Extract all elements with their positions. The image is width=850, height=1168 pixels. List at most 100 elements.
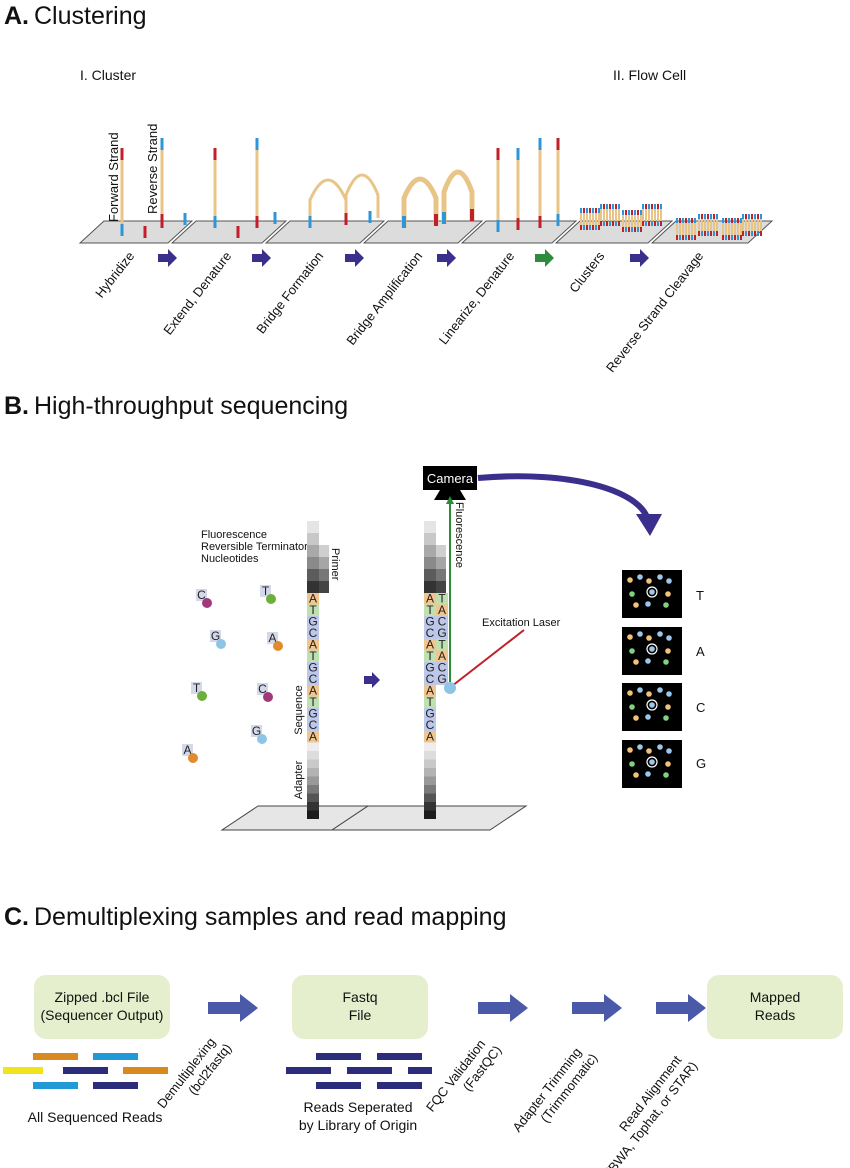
fluorescence-spot xyxy=(665,761,671,767)
primer-block xyxy=(307,569,319,581)
read-bar xyxy=(93,1082,138,1089)
svg-text:A.Clustering: A.Clustering xyxy=(4,2,147,30)
fluorescence-spot xyxy=(646,635,652,641)
step-arrow-5 xyxy=(535,249,554,267)
fluorescence-spot xyxy=(663,602,669,608)
fluorescence-spot xyxy=(665,591,671,597)
complement-cell xyxy=(436,604,448,616)
primer-block xyxy=(307,533,319,545)
panel-b-heading: High-throughput sequencing xyxy=(34,392,348,420)
fluorescence-spot xyxy=(645,658,651,664)
excitation-laser-beam xyxy=(451,629,525,687)
fluorescence-spot xyxy=(649,589,655,595)
base-cell xyxy=(424,719,436,731)
base-letter: A xyxy=(426,730,434,744)
complement-cell xyxy=(436,616,448,628)
panel-c-heading: Demultiplexing samples and read mapping xyxy=(34,903,507,931)
fluorescence-spot xyxy=(627,577,633,583)
base-letter: C xyxy=(309,672,318,686)
fluorescence-spot xyxy=(645,771,651,777)
fluorescence-spot xyxy=(637,631,643,637)
pipeline-arrow-4 xyxy=(656,994,706,1022)
adapter-block xyxy=(424,810,436,819)
primer-block xyxy=(307,581,319,593)
nucleotide-tag xyxy=(191,682,202,694)
legend-line-2: Reversible Terminator xyxy=(201,541,308,553)
adapter-block xyxy=(307,742,319,751)
panel-c-title: C.Demultiplexing samples and read mappin… xyxy=(4,903,507,931)
fastq-box-line1: Fastq xyxy=(342,989,377,1005)
adapter-block xyxy=(307,793,319,802)
base-letter: T xyxy=(309,649,317,663)
nucleotide-dye xyxy=(188,753,198,763)
fluorescence-spot xyxy=(629,761,635,767)
camera-to-images-arrow xyxy=(477,473,651,522)
read-bar xyxy=(33,1082,78,1089)
base-letter: A xyxy=(426,592,434,606)
base-letter: G xyxy=(308,661,317,675)
step-reverse-cleavage: Reverse Strand Cleavage xyxy=(603,249,706,376)
base-letter: T xyxy=(426,603,434,617)
base-cell xyxy=(424,616,436,628)
read-bar xyxy=(286,1067,331,1074)
adapter-block xyxy=(424,802,436,811)
base-letter: G xyxy=(425,707,434,721)
nucleotide-letter: C xyxy=(258,682,267,696)
base-cell xyxy=(307,673,319,685)
complement-cell xyxy=(436,639,448,651)
base-letter: G xyxy=(308,707,317,721)
base-cell xyxy=(424,604,436,616)
nucleotide-dye xyxy=(257,734,267,744)
adapter-block xyxy=(424,776,436,785)
panel-a-letter: A. xyxy=(4,2,29,30)
image-label-a: A xyxy=(696,644,705,659)
reverse-strand-label: Reverse Strand xyxy=(145,124,160,214)
fluorescence-image-tiles xyxy=(622,570,682,788)
pipeline-arrow-1 xyxy=(208,994,258,1022)
read-bar xyxy=(93,1053,138,1060)
complement-cell xyxy=(436,662,448,674)
complement-cell xyxy=(436,627,448,639)
cluster-highlight xyxy=(646,699,658,711)
fluorescence-spot xyxy=(665,648,671,654)
base-cell xyxy=(307,639,319,651)
align-step-line2: (BWA, Tophat, or STAR) xyxy=(602,1059,700,1168)
image-label-t: T xyxy=(696,588,704,603)
fluorescence-spot xyxy=(666,748,672,754)
base-letter: T xyxy=(426,695,434,709)
complement-cell xyxy=(436,593,448,605)
read-bar xyxy=(377,1053,422,1060)
base-cell xyxy=(424,650,436,662)
base-cell xyxy=(424,673,436,685)
read-bar xyxy=(316,1082,361,1089)
fluorescence-spot xyxy=(666,635,672,641)
read-bar xyxy=(408,1067,432,1074)
primer-block xyxy=(424,569,436,581)
read-bar xyxy=(33,1053,78,1060)
fluorescence-spot xyxy=(627,634,633,640)
pipeline-arrow-2 xyxy=(478,994,528,1022)
read-bar xyxy=(3,1067,43,1074)
base-cell xyxy=(307,616,319,628)
base-cell xyxy=(307,650,319,662)
complement-letter: A xyxy=(438,649,446,663)
primer-strip xyxy=(436,557,446,569)
base-cell xyxy=(307,731,319,743)
image-label-c: C xyxy=(696,700,705,715)
nucleotide-tag xyxy=(210,630,221,642)
nucleotide-dye xyxy=(266,594,276,604)
primer-block xyxy=(424,581,436,593)
fluorescence-spot xyxy=(646,691,652,697)
adapter-block xyxy=(307,751,319,760)
base-letter: T xyxy=(309,603,317,617)
fluorescence-spot xyxy=(649,759,655,765)
fluorescence-spot xyxy=(629,591,635,597)
base-cell xyxy=(424,627,436,639)
base-cell xyxy=(424,639,436,651)
base-cell xyxy=(307,604,319,616)
complement-cell xyxy=(436,650,448,662)
primer-strip xyxy=(319,569,329,581)
fluorescence-spot xyxy=(637,687,643,693)
